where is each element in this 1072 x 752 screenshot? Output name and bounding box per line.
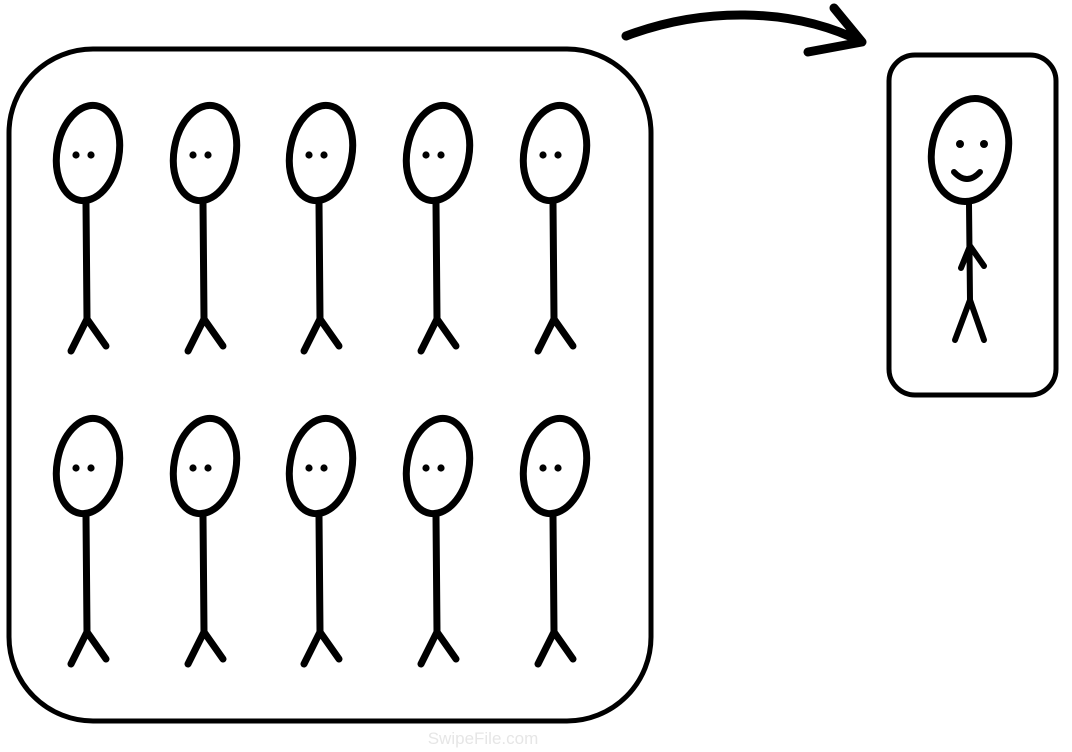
figure-eye bbox=[72, 151, 80, 159]
stick-figure-icon bbox=[52, 101, 124, 355]
figure-legs bbox=[534, 628, 577, 668]
figure-head bbox=[169, 414, 241, 518]
figure-head bbox=[169, 101, 241, 205]
figure-body bbox=[432, 199, 441, 323]
figure-body bbox=[82, 199, 91, 323]
figure-legs bbox=[300, 315, 343, 355]
figure-eye bbox=[204, 464, 212, 472]
group-figures bbox=[52, 101, 591, 668]
figure-eye bbox=[554, 464, 562, 472]
figure-body bbox=[549, 512, 558, 636]
figure-head bbox=[519, 101, 591, 205]
figure-body bbox=[199, 199, 208, 323]
figure-eye bbox=[189, 151, 197, 159]
figure-smile bbox=[951, 169, 983, 182]
stick-figure-icon bbox=[519, 101, 591, 355]
figure-eye bbox=[87, 464, 95, 472]
watermark-text: SwipeFile.com bbox=[427, 729, 539, 748]
figure-head bbox=[52, 101, 124, 205]
figure-body bbox=[549, 199, 558, 323]
figure-legs bbox=[184, 315, 227, 355]
figure-eye bbox=[320, 151, 328, 159]
figure-legs bbox=[952, 297, 987, 343]
figure-legs bbox=[417, 315, 460, 355]
figure-head bbox=[402, 101, 474, 205]
stick-figure-icon bbox=[285, 101, 357, 355]
stick-figure-icon bbox=[169, 414, 241, 668]
figure-head bbox=[927, 95, 1013, 205]
figure-eye bbox=[539, 464, 547, 472]
figure-eye bbox=[539, 151, 547, 159]
figure-eye bbox=[956, 140, 964, 148]
stick-figure-icon bbox=[52, 414, 124, 668]
group-box bbox=[6, 46, 654, 724]
figure-eye bbox=[437, 151, 445, 159]
figure-head bbox=[285, 101, 357, 205]
figure-eye bbox=[437, 464, 445, 472]
smiling-figure-icon bbox=[927, 95, 1013, 343]
individual-box bbox=[886, 52, 1059, 398]
figure-body bbox=[432, 512, 441, 636]
figure-body bbox=[315, 199, 324, 323]
stick-figure-icon bbox=[519, 414, 591, 668]
figure-body bbox=[82, 512, 91, 636]
stick-figure-icon bbox=[402, 414, 474, 668]
stick-figure-icon bbox=[285, 414, 357, 668]
figure-eye bbox=[422, 464, 430, 472]
individual-figure bbox=[927, 95, 1013, 343]
figure-body bbox=[199, 512, 208, 636]
figure-eye bbox=[554, 151, 562, 159]
figure-eye bbox=[72, 464, 80, 472]
figure-body bbox=[315, 512, 324, 636]
figure-legs bbox=[417, 628, 460, 668]
figure-head bbox=[402, 414, 474, 518]
figure-head bbox=[519, 414, 591, 518]
figure-head bbox=[285, 414, 357, 518]
figure-legs bbox=[67, 315, 110, 355]
figure-eye bbox=[320, 464, 328, 472]
figure-head bbox=[52, 414, 124, 518]
figure-eye bbox=[189, 464, 197, 472]
figure-arms bbox=[958, 243, 987, 271]
figure-legs bbox=[300, 628, 343, 668]
figure-eye bbox=[305, 151, 313, 159]
arrow-icon bbox=[621, 3, 867, 57]
figure-eye bbox=[305, 464, 313, 472]
stick-figure-icon bbox=[402, 101, 474, 355]
figure-legs bbox=[534, 315, 577, 355]
figure-eye bbox=[422, 151, 430, 159]
figure-eye bbox=[980, 140, 988, 148]
figure-eye bbox=[87, 151, 95, 159]
figure-legs bbox=[184, 628, 227, 668]
figure-legs bbox=[67, 628, 110, 668]
stick-figure-icon bbox=[169, 101, 241, 355]
figure-eye bbox=[204, 151, 212, 159]
